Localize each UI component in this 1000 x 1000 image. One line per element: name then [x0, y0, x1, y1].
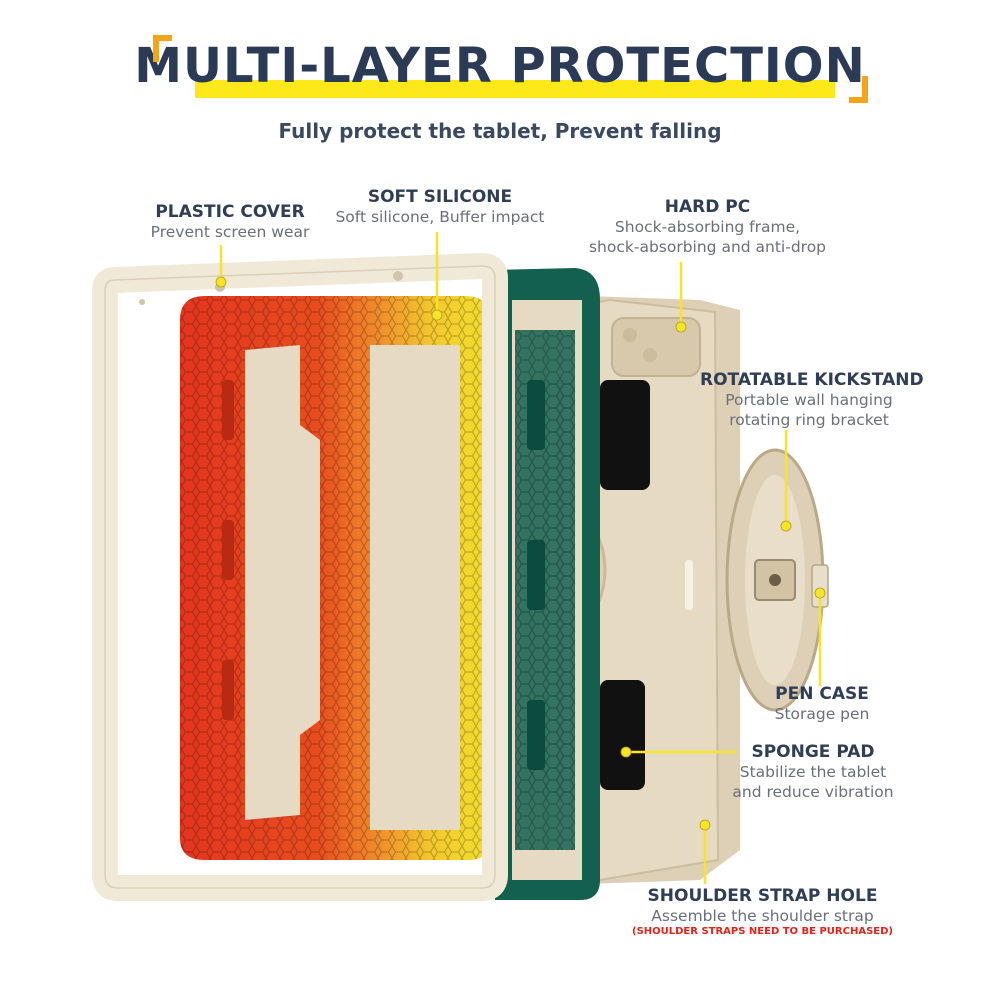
shoulder-strap-label: SHOULDER STRAP HOLE Assemble the shoulde… — [630, 886, 895, 937]
plastic-cover-title: PLASTIC COVER — [155, 202, 305, 222]
page-subtitle: Fully protect the tablet, Prevent fallin… — [278, 119, 722, 143]
page-title: MULTI-LAYER PROTECTION — [134, 38, 866, 94]
sponge-pad-title: SPONGE PAD — [751, 742, 875, 762]
sponge-pad-label: SPONGE PAD Stabilize the tablet and redu… — [728, 742, 898, 802]
hard-pc-desc-line2: shock-absorbing and anti-drop — [588, 238, 827, 256]
right-bracket-icon — [849, 76, 868, 103]
sponge-pad-desc-line2: and reduce vibration — [732, 783, 894, 801]
soft-silicone-desc: Soft silicone, Buffer impact — [335, 208, 545, 226]
kickstand-label: ROTATABLE KICKSTAND Portable wall hangin… — [700, 370, 924, 430]
green-silicone — [495, 268, 600, 900]
kickstand-desc-line1: Portable wall hanging — [725, 391, 893, 409]
sponge-pad-desc-line1: Stabilize the tablet — [739, 763, 887, 781]
pen-case-title: PEN CASE — [775, 684, 869, 704]
kickstand-desc-line2: rotating ring bracket — [729, 411, 889, 429]
hard-pc-desc-line1: Shock-absorbing frame, — [614, 218, 801, 236]
hard-pc-label: HARD PC Shock-absorbing frame, shock-abs… — [580, 197, 835, 257]
plastic-cover-label: PLASTIC COVER Prevent screen wear — [135, 202, 325, 242]
leader-lines — [219, 232, 822, 884]
title-highlight-bar — [195, 80, 835, 98]
colored-silicone — [180, 296, 490, 860]
kickstand-title: ROTATABLE KICKSTAND — [700, 370, 924, 390]
pen-case-label: PEN CASE Storage pen — [757, 684, 887, 724]
shoulder-strap-desc: Assemble the shoulder strap — [651, 907, 874, 925]
pen-case-desc: Storage pen — [774, 705, 870, 723]
soft-silicone-title: SOFT SILICONE — [367, 187, 513, 207]
shoulder-strap-title: SHOULDER STRAP HOLE — [647, 886, 878, 906]
left-bracket-icon — [153, 35, 172, 62]
plastic-cover-desc: Prevent screen wear — [150, 223, 310, 241]
hard-pc-title: HARD PC — [664, 197, 751, 217]
plastic-cover-frame — [92, 252, 508, 901]
soft-silicone-label: SOFT SILICONE Soft silicone, Buffer impa… — [320, 187, 560, 227]
kickstand-ring — [725, 448, 829, 712]
shoulder-strap-note: (SHOULDER STRAPS NEED TO BE PURCHASED) — [632, 926, 893, 937]
leader-dots — [215, 276, 826, 831]
